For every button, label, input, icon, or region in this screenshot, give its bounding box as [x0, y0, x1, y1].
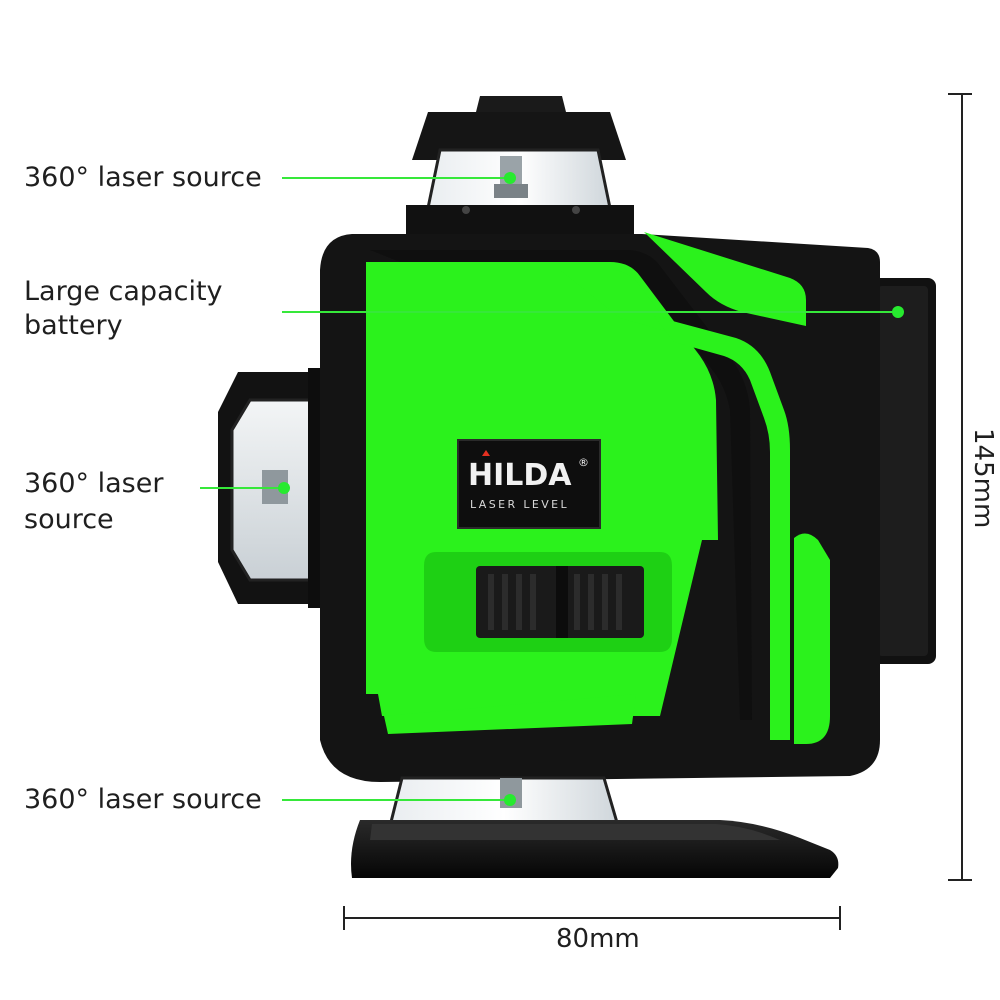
brand-name: HILDA [468, 458, 572, 493]
side-source-dot [278, 482, 290, 494]
height-dimension-label: 145mm [968, 428, 998, 529]
battery-pack [868, 278, 936, 664]
callout-leaders [200, 172, 904, 806]
top-laser-housing [406, 96, 634, 241]
callout-bottom-laser-source: 360° laser source [24, 784, 262, 815]
bottom-source-dot [504, 794, 516, 806]
brand-logo-plate: HILDA ® LASER LEVEL [457, 439, 601, 529]
callout-top-laser-source: 360° laser source [24, 162, 262, 193]
callout-battery-line2: battery [24, 310, 123, 341]
callout-side-laser-line2: source [24, 504, 114, 535]
callout-battery-line1: Large capacity [24, 276, 223, 307]
registered-mark: ® [578, 456, 589, 469]
callout-side-laser-line1: 360° laser [24, 468, 164, 499]
battery-dot [892, 306, 904, 318]
top-source-dot [504, 172, 516, 184]
brand-tagline: LASER LEVEL [470, 498, 569, 511]
dimension-lines [343, 93, 972, 930]
bottom-laser-housing [351, 776, 839, 878]
width-dimension-label: 80mm [556, 924, 640, 954]
